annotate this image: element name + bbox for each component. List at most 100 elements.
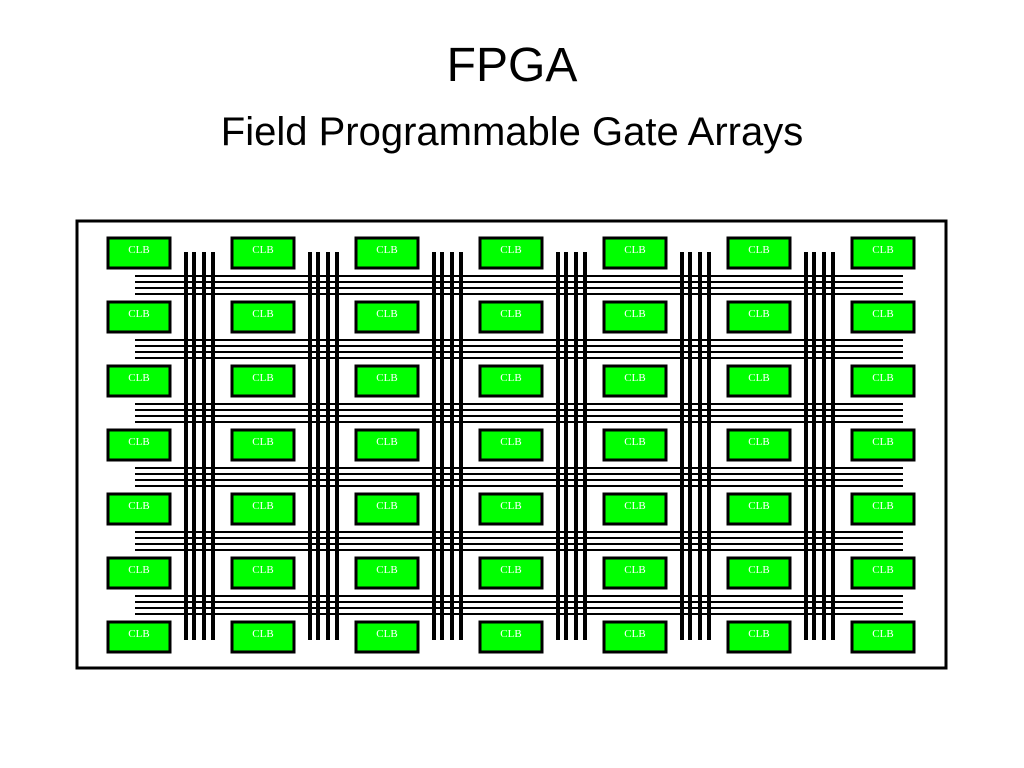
clb-block-r2-c6: CLB — [726, 300, 792, 334]
clb-block-body — [850, 300, 916, 334]
clb-block-body — [850, 556, 916, 590]
clb-label: CLB — [624, 628, 645, 640]
clb-block-body — [106, 300, 172, 334]
clb-block-body — [230, 556, 296, 590]
clb-label: CLB — [376, 500, 397, 512]
clb-label: CLB — [128, 308, 149, 320]
clb-block-r7-c3: CLB — [354, 620, 420, 654]
clb-label: CLB — [128, 564, 149, 576]
clb-block-body — [726, 300, 792, 334]
clb-block-r1-c4: CLB — [478, 236, 544, 270]
clb-label: CLB — [872, 308, 893, 320]
clb-block-r7-c6: CLB — [726, 620, 792, 654]
clb-block-body — [106, 556, 172, 590]
clb-label: CLB — [128, 436, 149, 448]
clb-label: CLB — [376, 628, 397, 640]
clb-label: CLB — [128, 244, 149, 256]
clb-label: CLB — [376, 436, 397, 448]
clb-block-r5-c7: CLB — [850, 492, 916, 526]
clb-label: CLB — [500, 244, 521, 256]
clb-block-r5-c5: CLB — [602, 492, 668, 526]
clb-block-r1-c3: CLB — [354, 236, 420, 270]
clb-label: CLB — [376, 564, 397, 576]
clb-block-body — [726, 364, 792, 398]
clb-block-r4-c1: CLB — [106, 428, 172, 462]
clb-block-body — [602, 236, 668, 270]
clb-block-body — [850, 492, 916, 526]
clb-block-r5-c3: CLB — [354, 492, 420, 526]
clb-block-body — [354, 556, 420, 590]
clb-block-r4-c7: CLB — [850, 428, 916, 462]
clb-block-body — [354, 300, 420, 334]
clb-label: CLB — [128, 628, 149, 640]
clb-block-body — [478, 300, 544, 334]
clb-label: CLB — [252, 500, 273, 512]
clb-label: CLB — [500, 564, 521, 576]
clb-block-r1-c1: CLB — [106, 236, 172, 270]
clb-block-r1-c2: CLB — [230, 236, 296, 270]
clb-label: CLB — [500, 372, 521, 384]
clb-block-body — [602, 300, 668, 334]
clb-block-r7-c5: CLB — [602, 620, 668, 654]
clb-block-body — [230, 300, 296, 334]
clb-block-body — [106, 364, 172, 398]
clb-label: CLB — [872, 500, 893, 512]
clb-label: CLB — [252, 308, 273, 320]
clb-block-r6-c1: CLB — [106, 556, 172, 590]
clb-label: CLB — [872, 244, 893, 256]
routing-wires — [135, 252, 903, 640]
clb-block-r3-c4: CLB — [478, 364, 544, 398]
clb-label: CLB — [128, 500, 149, 512]
clb-block-r1-c6: CLB — [726, 236, 792, 270]
clb-block-r2-c2: CLB — [230, 300, 296, 334]
clb-block-r7-c2: CLB — [230, 620, 296, 654]
clb-block-body — [354, 428, 420, 462]
clb-block-body — [230, 236, 296, 270]
clb-label: CLB — [128, 372, 149, 384]
clb-label: CLB — [500, 628, 521, 640]
clb-block-body — [230, 428, 296, 462]
clb-block-r3-c7: CLB — [850, 364, 916, 398]
clb-block-body — [602, 492, 668, 526]
clb-block-body — [230, 492, 296, 526]
clb-block-body — [106, 620, 172, 654]
clb-block-body — [602, 620, 668, 654]
clb-block-r4-c6: CLB — [726, 428, 792, 462]
clb-label: CLB — [872, 564, 893, 576]
clb-block-body — [602, 556, 668, 590]
clb-block-r4-c3: CLB — [354, 428, 420, 462]
clb-block-r3-c1: CLB — [106, 364, 172, 398]
slide-title: FPGA — [446, 39, 578, 92]
clb-label: CLB — [376, 308, 397, 320]
clb-block-body — [726, 428, 792, 462]
clb-block-r6-c4: CLB — [478, 556, 544, 590]
clb-block-body — [478, 556, 544, 590]
clb-block-r1-c7: CLB — [850, 236, 916, 270]
clb-label: CLB — [748, 436, 769, 448]
clb-label: CLB — [624, 564, 645, 576]
clb-label: CLB — [872, 372, 893, 384]
clb-block-body — [478, 620, 544, 654]
clb-block-body — [850, 364, 916, 398]
clb-block-r4-c2: CLB — [230, 428, 296, 462]
clb-label: CLB — [252, 436, 273, 448]
clb-block-r1-c5: CLB — [602, 236, 668, 270]
clb-label: CLB — [748, 564, 769, 576]
clb-label: CLB — [624, 436, 645, 448]
clb-block-body — [478, 492, 544, 526]
clb-label: CLB — [376, 244, 397, 256]
clb-block-body — [478, 364, 544, 398]
clb-block-r4-c5: CLB — [602, 428, 668, 462]
clb-block-body — [602, 364, 668, 398]
clb-label: CLB — [252, 564, 273, 576]
clb-label: CLB — [252, 244, 273, 256]
clb-label: CLB — [624, 500, 645, 512]
clb-block-body — [106, 428, 172, 462]
clb-label: CLB — [624, 244, 645, 256]
clb-label: CLB — [252, 628, 273, 640]
clb-block-body — [354, 236, 420, 270]
clb-block-body — [726, 556, 792, 590]
clb-block-r3-c6: CLB — [726, 364, 792, 398]
clb-block-r7-c7: CLB — [850, 620, 916, 654]
clb-block-r5-c4: CLB — [478, 492, 544, 526]
